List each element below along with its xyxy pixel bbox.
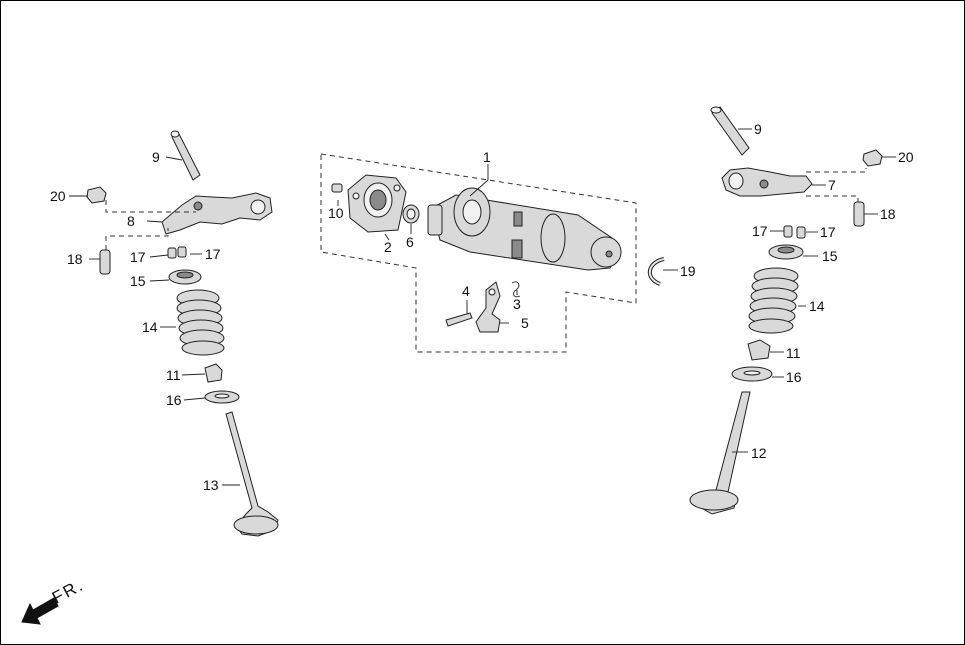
spring-seat-right <box>731 366 773 382</box>
label-part-6: 6 <box>406 234 414 250</box>
valve-spring-right <box>748 267 799 334</box>
rocker-shaft-left <box>170 130 201 181</box>
label-part-7: 7 <box>828 177 836 193</box>
label-part-15-left: 15 <box>130 273 146 289</box>
valve-stem-seal-right <box>747 339 771 361</box>
circlip <box>648 257 665 286</box>
label-part-17-left-a: 17 <box>130 249 146 265</box>
label-part-18-left: 18 <box>67 251 83 267</box>
label-part-11-right: 11 <box>786 345 801 361</box>
valve-cotters-right <box>783 225 806 239</box>
return-spring <box>511 281 521 298</box>
label-part-2: 2 <box>384 239 392 255</box>
camshaft-group-outline <box>320 153 637 353</box>
valve-cotters-left <box>167 246 187 259</box>
label-part-17-left-b: 17 <box>205 246 221 262</box>
label-part-16-left: 16 <box>166 392 182 408</box>
intake-valve <box>689 391 751 515</box>
camshaft-assembly <box>427 187 622 271</box>
spring-seat-left <box>204 390 240 404</box>
label-part-17-right-b: 17 <box>820 224 836 240</box>
spring-retainer-left <box>168 269 202 285</box>
front-direction-label: FR. <box>49 575 87 607</box>
decompressor-pin <box>445 312 473 327</box>
camshaft-holder <box>347 174 407 233</box>
part-labels: 1 2 3 4 5 6 7 8 9 9 10 11 11 12 13 14 14… <box>50 121 914 493</box>
adjuster-screw-right <box>853 201 865 227</box>
label-part-14-right: 14 <box>809 298 825 314</box>
adjuster-screw-left <box>99 249 111 275</box>
label-part-17-right-a: 17 <box>752 223 768 239</box>
dowel-pin <box>331 183 343 193</box>
label-part-18-right: 18 <box>880 206 896 222</box>
label-part-15-right: 15 <box>822 248 838 264</box>
label-part-9-right: 9 <box>754 121 762 137</box>
exhaust-valve <box>225 411 279 537</box>
label-part-4: 4 <box>462 283 470 299</box>
label-part-14-left: 14 <box>142 319 158 335</box>
rocker-arm-left <box>161 192 273 235</box>
leader-lines <box>69 128 896 486</box>
label-part-13: 13 <box>203 477 219 493</box>
adjuster-nut-left <box>86 186 107 204</box>
label-part-19: 19 <box>680 263 696 279</box>
label-part-1: 1 <box>483 149 491 165</box>
label-part-9-left: 9 <box>152 149 160 165</box>
rocker-shaft-right <box>710 106 750 156</box>
label-part-20-right: 20 <box>898 149 914 165</box>
label-part-20-left: 20 <box>50 188 66 204</box>
label-part-12: 12 <box>751 445 767 461</box>
valve-stem-seal-left <box>204 363 223 383</box>
label-part-11-left: 11 <box>166 367 181 383</box>
label-part-3: 3 <box>513 296 521 312</box>
label-part-5: 5 <box>521 315 529 331</box>
bearing-ring <box>402 204 420 224</box>
decompressor-lever <box>475 281 501 333</box>
label-part-16-right: 16 <box>786 369 802 385</box>
valve-spring-left <box>176 289 225 356</box>
front-arrow-icon <box>21 597 59 625</box>
label-part-10: 10 <box>328 205 344 221</box>
spring-retainer-right <box>768 244 804 260</box>
label-part-8: 8 <box>127 213 135 229</box>
rocker-arm-right <box>721 167 813 197</box>
adjuster-nut-right <box>862 149 883 167</box>
front-direction-indicator: FR. <box>21 575 87 625</box>
